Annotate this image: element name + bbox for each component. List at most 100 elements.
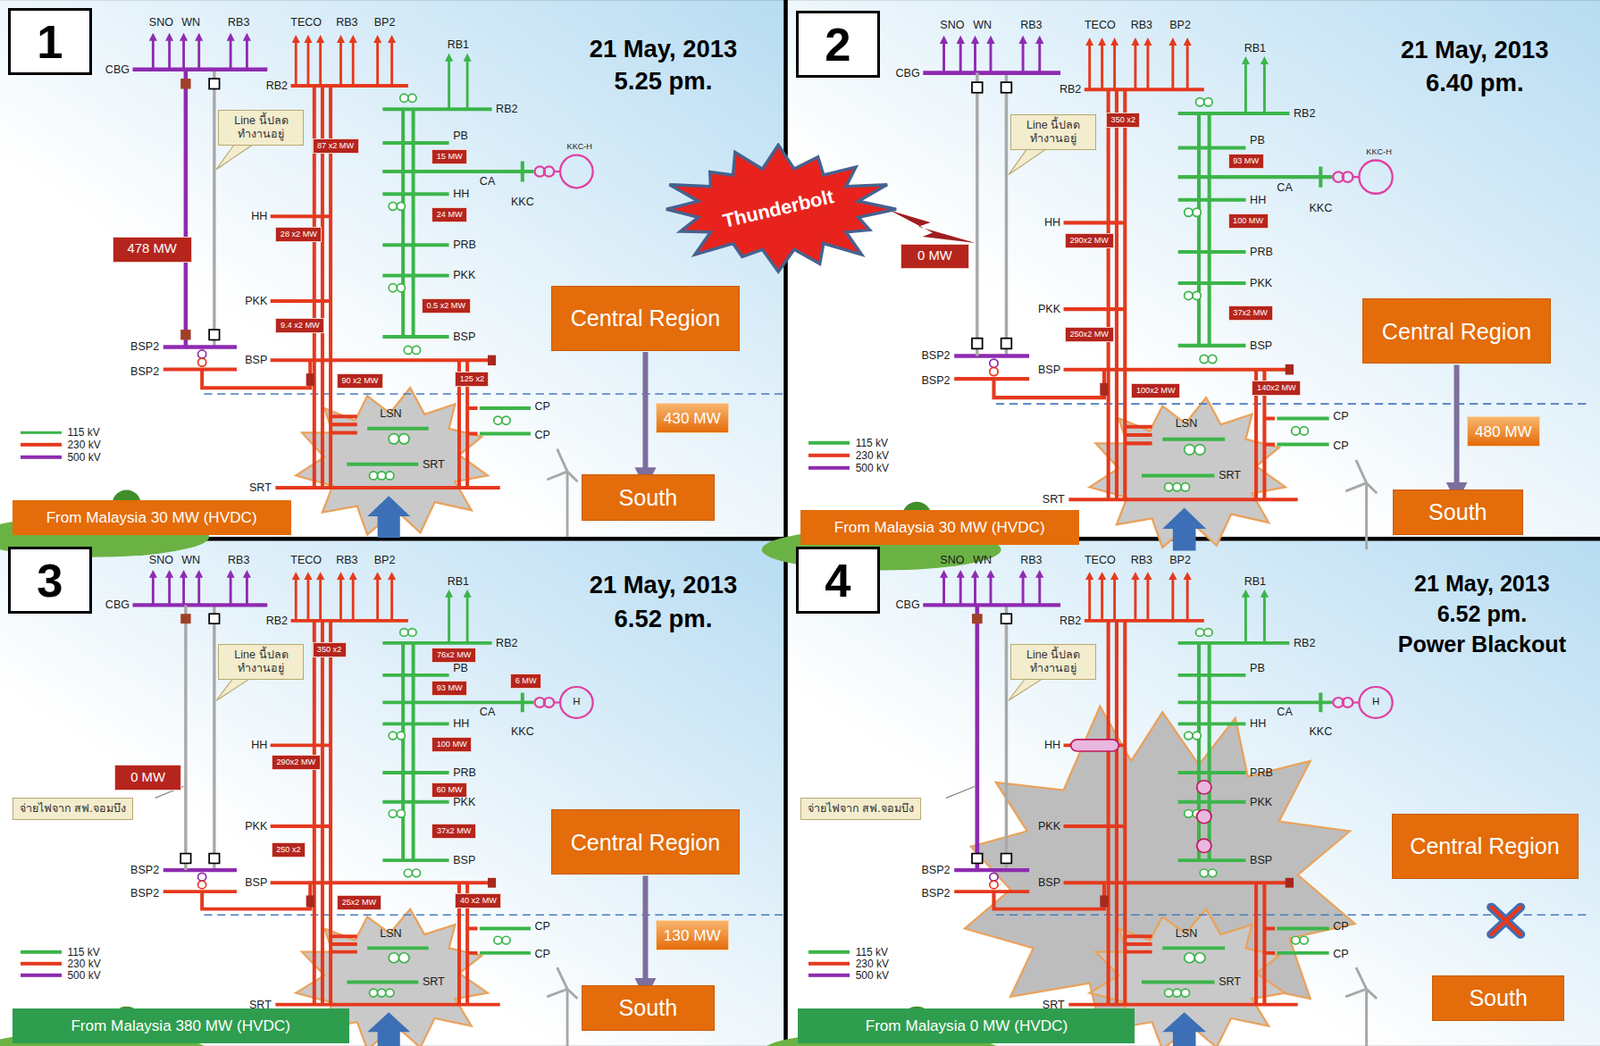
bus-label: CP xyxy=(1332,947,1349,961)
bus-label: BP2 xyxy=(374,553,396,567)
bus-label: BSP xyxy=(452,854,476,867)
legend-text: 230 kV xyxy=(67,438,101,452)
bus-label: LSN xyxy=(379,406,402,419)
power-flow-box: 0 MW xyxy=(900,243,971,270)
bus-label: WN xyxy=(972,553,992,567)
bus-label: CP xyxy=(1332,410,1349,423)
bus-label: SRT xyxy=(422,457,445,470)
panel-number-text: 3 xyxy=(36,552,63,609)
legend-text: 230 kV xyxy=(855,956,889,970)
line-flow-box: 93 MW xyxy=(1228,153,1265,169)
line-flow-box-text: 40 x2 MW xyxy=(460,896,497,906)
import-band-text: From Malaysia 0 MW (HVDC) xyxy=(865,1016,1068,1036)
line-flow-box: 6 MW xyxy=(510,673,542,689)
import-band-text: From Malaysia 30 MW (HVDC) xyxy=(834,518,1046,537)
callout-note: Line นี้ปลด ทำงานอยู่ xyxy=(217,644,304,680)
legend-text: 115 kV xyxy=(855,945,888,958)
bus-label: HH xyxy=(452,187,470,201)
line-flow-box: 76x2 MW xyxy=(431,647,477,663)
bus-label: RB2 xyxy=(1059,83,1081,96)
line-flow-box-text: 0.5 x2 MW xyxy=(426,301,466,311)
line-flow-box: 90 x2 MW xyxy=(336,373,384,389)
open-breaker xyxy=(180,854,191,864)
bus-label: CP xyxy=(535,427,551,441)
line-flow-box-text: 125 x2 xyxy=(460,374,485,385)
bus-label: BSP xyxy=(1038,362,1061,376)
flow-arrow xyxy=(642,351,648,472)
line-flow-box: 250x2 MW xyxy=(1064,326,1115,343)
panel-number-text: 2 xyxy=(824,16,851,73)
panel-drawing xyxy=(762,41,1588,571)
line-flow-box: 28 x2 MW xyxy=(275,226,322,243)
bus-label: BSP2 xyxy=(130,365,160,378)
bus-label: KKC-H xyxy=(1365,147,1391,158)
line-flow-box: 40 x2 MW xyxy=(454,893,502,909)
bus-label: BSP xyxy=(244,876,268,889)
date-heading: 5.25 pm. xyxy=(614,67,713,97)
thunderbolt-burst: Thunderbolt xyxy=(658,142,898,276)
line-flow-box: 15 MW xyxy=(431,149,468,165)
closed-breaker xyxy=(180,613,191,624)
bus-label: RB2 xyxy=(1293,107,1316,120)
date-heading: 21 May, 2013 xyxy=(589,34,738,64)
bus-label: BSP xyxy=(1249,339,1273,352)
line-flow-box-text: 37x2 MW xyxy=(436,826,472,837)
bus-label: HH xyxy=(1044,216,1061,229)
bus-label: KKC xyxy=(1308,725,1332,738)
bus-label: PKK xyxy=(1249,276,1273,290)
panel-number: 1 xyxy=(8,8,93,76)
bus-label: CA xyxy=(479,175,495,188)
callout-note: Line นี้ปลด ทำงานอยู่ xyxy=(1010,114,1097,151)
bus-label: RB2 xyxy=(495,102,518,116)
import-band: From Malaysia 30 MW (HVDC) xyxy=(12,500,292,536)
bus-label: BSP xyxy=(244,353,268,367)
cut-mark xyxy=(1491,907,1521,936)
supply-note: จ่ายไฟจาก สฟ.จอมบึง xyxy=(12,797,134,821)
legend-swatch xyxy=(20,430,62,435)
bus-label: BSP2 xyxy=(921,887,950,900)
bus-label: PKK xyxy=(452,795,476,808)
line-flow-box: 37x2 MW xyxy=(431,823,477,839)
bus-label: SRT xyxy=(249,997,272,1011)
bus-label: SNO xyxy=(149,553,174,567)
legend-text: 500 kV xyxy=(855,969,889,982)
date-heading: 6.52 pm. xyxy=(1437,601,1528,628)
legend-swatch xyxy=(20,455,62,460)
region-box-text: South xyxy=(1428,498,1488,526)
bus-label: WN xyxy=(181,16,201,29)
tripped-breaker xyxy=(1071,739,1212,854)
lightning-bolt xyxy=(889,209,976,243)
bus-label: BSP xyxy=(1249,854,1273,867)
bus-label: PB xyxy=(452,661,469,675)
line-flow-box-text: 350 x2 xyxy=(317,645,342,655)
bus-label: CA xyxy=(1276,705,1292,719)
bus-label: HH xyxy=(1249,192,1266,206)
bus-label: HH xyxy=(251,209,268,223)
line-flow-box-text: 100x2 MW xyxy=(1136,385,1176,396)
bus-label: SRT xyxy=(1042,493,1065,506)
bus-label: RB2 xyxy=(1293,636,1316,650)
bus-label: HH xyxy=(1249,717,1266,730)
open-breaker xyxy=(971,338,983,350)
supply-note-text: จ่ายไฟจาก สฟ.จอมบึง xyxy=(807,802,914,816)
bus-label: SNO xyxy=(939,553,964,567)
bus-label: RB2 xyxy=(266,79,288,93)
line-flow-box: 125 x2 xyxy=(454,371,489,387)
bus-label: CBG xyxy=(105,598,130,612)
line-flow-box-text: 100 MW xyxy=(1232,216,1264,227)
legend-entry: 500 kV xyxy=(20,969,101,982)
bus-label: SRT xyxy=(1218,975,1241,989)
grid-drawing xyxy=(762,576,1588,1046)
bus-label: BSP2 xyxy=(921,374,950,387)
legend-entry: 115 kV xyxy=(20,945,101,958)
bus-label: RB3 xyxy=(335,16,358,29)
line-flow-box-text: 76x2 MW xyxy=(436,650,472,661)
date-heading: 21 May, 2013 xyxy=(589,571,738,601)
line-flow-box-text: 250x2 MW xyxy=(1069,329,1109,340)
bus-label: PKK xyxy=(1038,820,1061,833)
legend-entry: 500 kV xyxy=(808,461,889,475)
legend-text: 230 kV xyxy=(855,449,889,462)
line-flow-box-text: 140x2 MW xyxy=(1256,383,1297,394)
region-box: South xyxy=(581,985,714,1031)
bus-label: RB2 xyxy=(495,636,518,650)
